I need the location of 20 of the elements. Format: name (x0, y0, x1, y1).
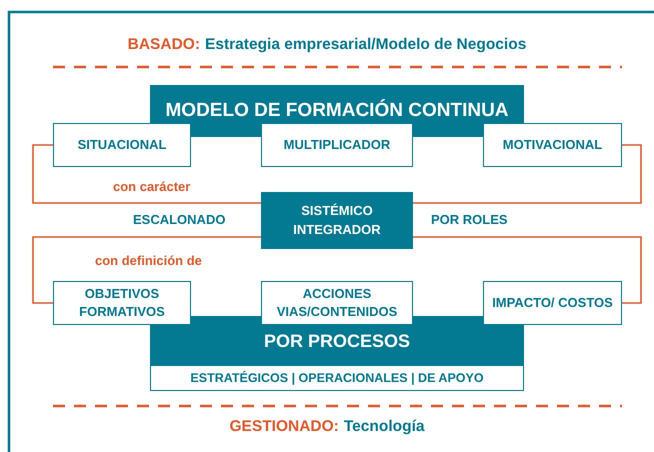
category-label: ESCALONADO (133, 212, 226, 227)
connector-line (32, 144, 261, 204)
text-box: MULTIPLICADOR (261, 123, 413, 167)
heading-label: GESTIONADO: (229, 418, 339, 435)
process-list-box: ESTRATÉGICOS | OPERACIONALES | DE APOYO (150, 365, 524, 391)
category-label: POR ROLES (431, 212, 508, 227)
connector-line (413, 144, 642, 204)
text-box: OBJETIVOS FORMATIVOS (53, 281, 191, 325)
connector-line (32, 236, 261, 304)
text-box: ACCIONES VIAS/CONTENIDOS (261, 281, 413, 325)
connector-line (413, 236, 642, 304)
central-box: SISTÉMICO INTEGRADOR (261, 192, 413, 249)
connector-label: con carácter (113, 179, 190, 194)
heading-text: Estrategia empresarial/Modelo de Negocios (205, 36, 526, 53)
heading-text: Tecnología (344, 418, 425, 435)
connector-label: con definición de (95, 253, 202, 268)
heading-label: BASADO: (128, 36, 200, 53)
text-box: MOTIVACIONAL (483, 123, 622, 167)
text-box: IMPACTO/ COSTOS (483, 281, 622, 325)
text-box: SITUACIONAL (53, 123, 191, 167)
